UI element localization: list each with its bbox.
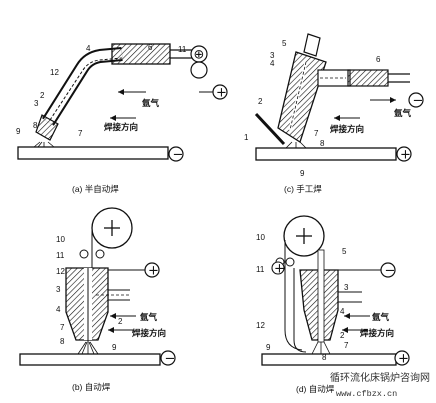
part-label-a-6: 6 [148,43,153,52]
direction-label-a: 焊接方向 [104,122,138,132]
terminal-d-3: + [398,352,409,367]
terminal-b-2: − [165,352,176,367]
part-label-c-3: 3 [270,51,275,60]
part-label-b-4: 4 [56,305,61,314]
part-label-a-12: 12 [50,68,59,77]
panel-c: − + 氩气 焊接方向 5 3 4 6 2 1 7 8 9 (c) 手工焊 [244,33,424,194]
gas-label-c: 氩气 [394,108,412,118]
part-label-b-12: 12 [56,267,65,276]
part-label-c-1: 1 [244,133,249,142]
caption-d: (d) 自动焊 [296,384,335,394]
workpiece-d [261,353,397,366]
panel-d: + − + 氩气 焊接方向 10 5 11 3 12 4 2 7 9 8 (d)… [256,215,410,394]
part-label-b-9: 9 [112,343,117,352]
part-label-a-7: 7 [78,129,83,138]
part-label-d-2: 2 [340,331,345,340]
terminal-c-1: − [413,94,424,109]
gas-label-b: 氩气 [140,312,158,322]
part-label-b-8: 8 [60,337,65,346]
terminal-a-1: ⊕ [194,48,205,63]
direction-label-b: 焊接方向 [132,328,166,338]
part-label-d-5: 5 [342,247,347,256]
cap-c [303,33,321,57]
watermark-name: 循环流化床锅炉咨询网 [330,371,430,384]
part-label-c-9: 9 [300,169,305,178]
workpiece-c [255,147,397,161]
terminal-c-2: + [400,148,411,163]
part-label-c-6: 6 [376,55,381,64]
terminal-a-3: − [173,148,184,163]
handle-a [111,43,171,65]
part-label-b-2: 2 [118,317,123,326]
part-label-a-2: 2 [40,91,45,100]
torch-hose-a-inner [43,49,123,125]
filler-rod-c [254,112,286,146]
caption-c: (c) 手工焊 [284,184,322,194]
part-label-c-5: 5 [282,39,287,48]
wire-path-a [49,57,123,121]
caption-b: (b) 自动焊 [72,382,111,392]
part-label-b-11: 11 [56,251,65,260]
torch-body-c [277,51,327,143]
part-label-d-7: 7 [344,341,349,350]
gas-label-a: 氩气 [142,98,160,108]
watermark-url: www.cfbzx.cn [336,389,397,399]
part-label-c-7: 7 [314,129,319,138]
direction-label-c: 焊接方向 [330,124,364,134]
part-label-d-3: 3 [344,283,349,292]
direction-label-d: 焊接方向 [360,328,394,338]
part-label-a-8: 8 [33,121,38,130]
handle-c [347,69,389,87]
feed-roller-a-bottom [190,61,208,79]
part-label-d-12: 12 [256,321,265,330]
panel-b: + − 氩气 焊接方向 10 11 12 3 4 2 7 8 9 (b) 自动焊 [19,207,176,392]
part-label-d-9: 9 [266,343,271,352]
watermark: 循环流化床锅炉咨询网 www.cfbzx.cn [330,371,430,399]
terminal-d-2: − [385,264,396,279]
gas-label-d: 氩气 [372,312,390,322]
nozzle-a [35,114,59,141]
part-label-a-4: 4 [86,44,91,53]
part-label-d-4: 4 [340,307,345,316]
part-label-a-9: 9 [16,127,21,136]
part-label-c-4: 4 [270,59,275,68]
part-label-a-3: 3 [34,99,39,108]
part-label-d-11: 11 [256,265,265,274]
workpiece-a [17,146,169,160]
part-label-d-8: 8 [322,353,327,362]
workpiece-b [19,353,161,366]
part-label-b-7: 7 [60,323,65,332]
part-label-a-11: 11 [178,45,187,54]
part-label-b-10: 10 [56,235,65,244]
part-label-b-3: 3 [56,285,61,294]
terminal-d-1: + [274,262,285,277]
part-label-c-8: 8 [320,139,325,148]
part-label-d-10: 10 [256,233,265,242]
panel-a: ⊕ + − 氩气 焊接方向 4 6 11 12 3 2 9 8 7 (a) 半自… [16,43,228,194]
caption-a: (a) 半自动焊 [72,184,119,194]
terminal-b-1: + [148,264,159,279]
terminal-a-2: + [216,86,227,101]
part-label-c-2: 2 [258,97,263,106]
